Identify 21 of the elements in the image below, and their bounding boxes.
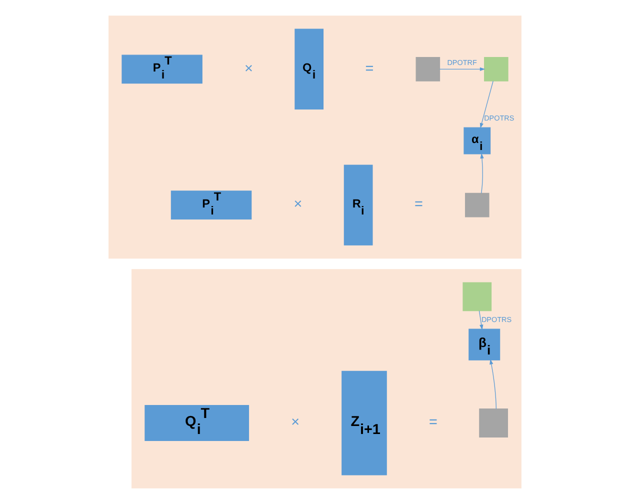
cluster: [131, 269, 521, 488]
label: =: [428, 414, 437, 431]
edge-label: DPOTRF: [446, 58, 476, 68]
label: =: [364, 60, 374, 77]
node-box: [478, 408, 508, 438]
node-box: [464, 192, 489, 218]
label: ×: [290, 414, 300, 431]
arrow: [480, 153, 484, 194]
node-box: [484, 57, 508, 82]
node-box: [462, 282, 492, 312]
cluster: [108, 16, 521, 259]
edge-label: DPOTRS: [480, 314, 512, 324]
arrow: [438, 67, 485, 72]
arrow: [489, 359, 496, 410]
label: =: [414, 196, 422, 213]
edge-label: DPOTRS: [484, 113, 514, 122]
node-box: [415, 57, 440, 82]
arrow: [478, 310, 483, 330]
label: ×: [293, 196, 302, 213]
arrow: [479, 80, 493, 128]
label: ×: [244, 60, 252, 77]
